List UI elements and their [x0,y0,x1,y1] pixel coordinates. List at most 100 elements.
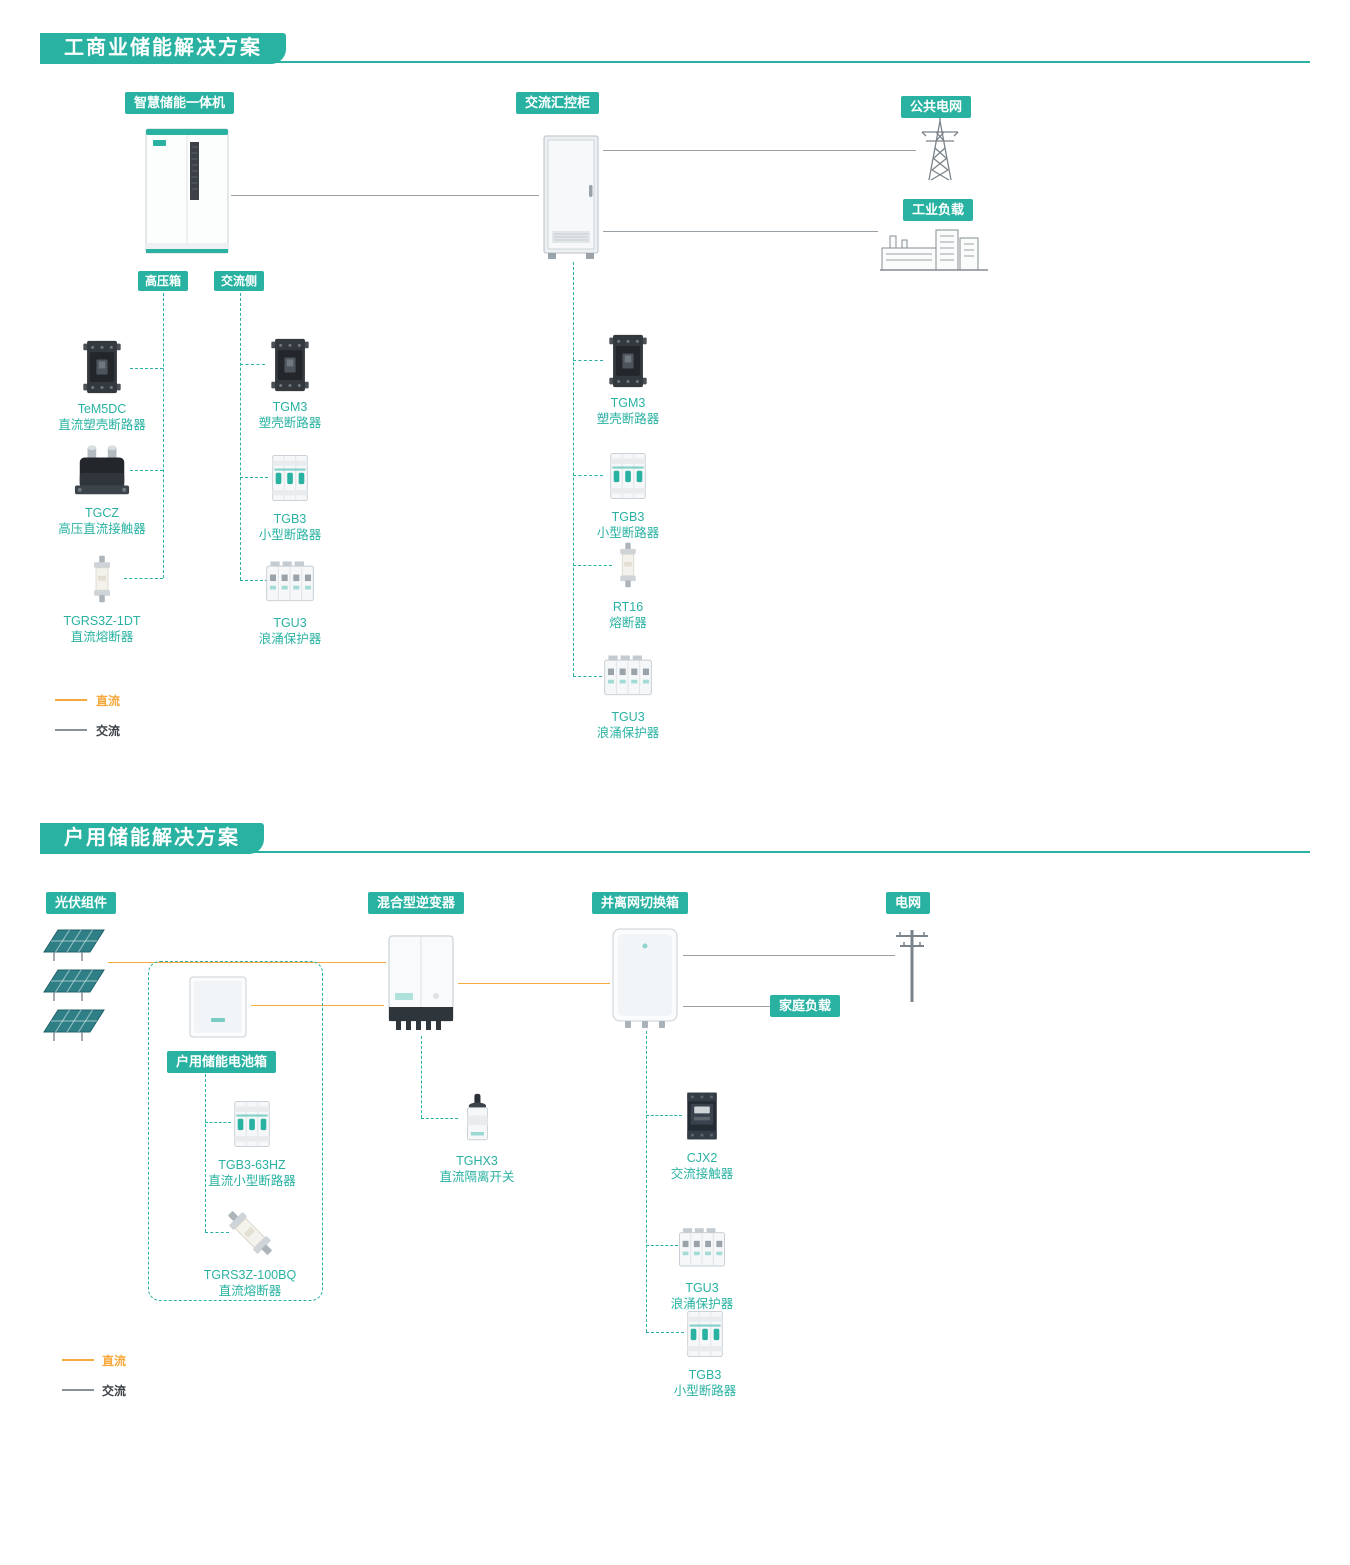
product-tgm3-cabinet: TGM3 塑壳断路器 [568,330,688,428]
badge-public-grid: 公共电网 [901,96,972,118]
product-tem5dc: TeM5DC 直流塑壳断路器 [42,336,162,434]
product-desc: 塑壳断路器 [596,412,660,427]
mccb-breaker-icon [262,334,318,394]
line-accabinet-to-load [603,231,878,232]
product-desc: 直流隔离开关 [439,1170,515,1185]
dash-hvbox-stub3 [124,578,163,579]
product-model: CJX2 [686,1151,718,1165]
ac-combiner-cabinet-image [543,135,599,259]
product-model: TGU3 [273,616,307,630]
product-desc: 直流熔断器 [218,1284,282,1299]
product-desc: 小型断路器 [596,526,660,541]
product-model: TGB3 [273,512,307,526]
product-desc: 交流接触器 [670,1167,734,1182]
product-tgb3-63hz: TGB3-63HZ 直流小型断路器 [192,1092,312,1190]
product-model: TGM3 [272,400,308,414]
product-model: TGB3 [688,1368,722,1382]
product-desc: 小型断路器 [673,1384,737,1399]
product-tgcz: TGCZ 高压直流接触器 [42,440,162,538]
product-rt16: RT16 熔断器 [568,534,688,632]
line-pv-to-inverter [108,962,386,963]
mccb-breaker-icon [74,336,130,396]
dc-fuse-icon [78,548,126,608]
dash-battery-stub1 [205,1122,231,1123]
product-desc: 直流塑壳断路器 [58,418,146,433]
dash-acside-stub1 [240,364,265,365]
badge-ac-side: 交流侧 [214,271,265,291]
badge-pv-modules: 光伏组件 [46,892,117,914]
ac-contactor-icon [676,1085,728,1145]
section1-rule [40,61,1310,63]
product-tgu3-cabinet: TGU3 浪涌保护器 [568,644,688,742]
line-ess-to-accabinet [231,195,539,196]
surge-protector-icon [599,644,657,704]
dash-acside-stub3 [240,580,268,581]
badge-industrial-load: 工业负载 [903,199,974,221]
dash-cabinet-stub1 [573,360,603,361]
dash-switchbox-stub1 [646,1115,682,1116]
product-model: TGU3 [685,1281,719,1295]
product-desc: 浪涌保护器 [596,726,660,741]
legend-dc-line [55,699,87,701]
product-tgb3-cabinet: TGB3 小型断路器 [568,444,688,542]
mcb-breaker-icon [679,1302,731,1362]
line-battery-to-inverter [251,1005,384,1006]
hybrid-inverter-image [388,935,454,1030]
badge-ess-allinone: 智慧储能一体机 [125,92,235,114]
dash-acside-trunk [240,293,241,580]
product-model: TeM5DC [77,402,127,416]
dash-switchbox-stub3 [646,1332,684,1333]
legend-ac-line [62,1389,94,1391]
dash-hvbox-stub1 [130,368,163,369]
badge-home-load: 家庭负载 [770,995,841,1017]
section2-rule [40,851,1310,853]
product-desc: 直流熔断器 [70,630,134,645]
badge-battery-box: 户用储能电池箱 [167,1051,277,1073]
dash-battery-stub2 [205,1232,229,1233]
product-cjx2: CJX2 交流接触器 [642,1085,762,1183]
dash-battery-trunk [205,1074,206,1232]
product-model: TGRS3Z-1DT [63,614,141,628]
mcb-breaker-icon [264,446,316,506]
badge-grid: 电网 [886,892,931,914]
battery-box-image [189,976,247,1038]
product-model: TGRS3Z-100BQ [203,1268,297,1282]
product-desc: 塑壳断路器 [258,416,322,431]
product-desc: 浪涌保护器 [670,1297,734,1312]
section1-title: 工商业储能解决方案 [40,33,286,64]
legend-ac-line [55,729,87,731]
dash-switchbox-trunk [646,1031,647,1332]
legend-dc-line [62,1359,94,1361]
dash-hvbox-stub2 [130,470,163,471]
badge-hv-box: 高压箱 [138,271,189,291]
solar-panel-image [43,1009,105,1041]
solar-panel-image [43,929,105,961]
mcb-breaker-icon [602,444,654,504]
line-switchbox-to-homeload [683,1006,771,1007]
badge-switch-box: 并离网切换箱 [592,892,689,914]
ess-allinone-cabinet-image [145,128,229,254]
product-desc: 高压直流接触器 [58,522,146,537]
product-model: TGB3-63HZ [218,1158,286,1172]
fuse-icon [605,534,651,594]
mccb-breaker-icon [600,330,656,390]
product-tgu3-acside: TGU3 浪涌保护器 [230,550,350,648]
dash-switchbox-stub2 [646,1245,678,1246]
product-tghx3: TGHX3 直流隔离开关 [417,1088,537,1186]
dc-fuse-icon [221,1202,279,1262]
power-pole-image [896,930,928,1002]
grid-switch-box-image [612,928,678,1028]
product-tgb3-switch: TGB3 小型断路器 [645,1302,765,1400]
legend-dc-label: 直流 [102,1354,127,1368]
product-tgu3-switch: TGU3 浪涌保护器 [642,1215,762,1313]
solar-panel-image [43,969,105,1001]
product-model: TGHX3 [456,1154,498,1168]
product-desc: 浪涌保护器 [258,632,322,647]
industrial-building-image [880,229,988,271]
dash-inverter-trunk [421,1036,422,1118]
legend-dc-label: 直流 [96,694,121,708]
legend-ac-label: 交流 [102,1384,127,1398]
product-model: TGCZ [84,506,120,520]
transmission-tower-image [921,118,959,181]
product-tgrs3z-100bq: TGRS3Z-100BQ 直流熔断器 [190,1202,310,1300]
